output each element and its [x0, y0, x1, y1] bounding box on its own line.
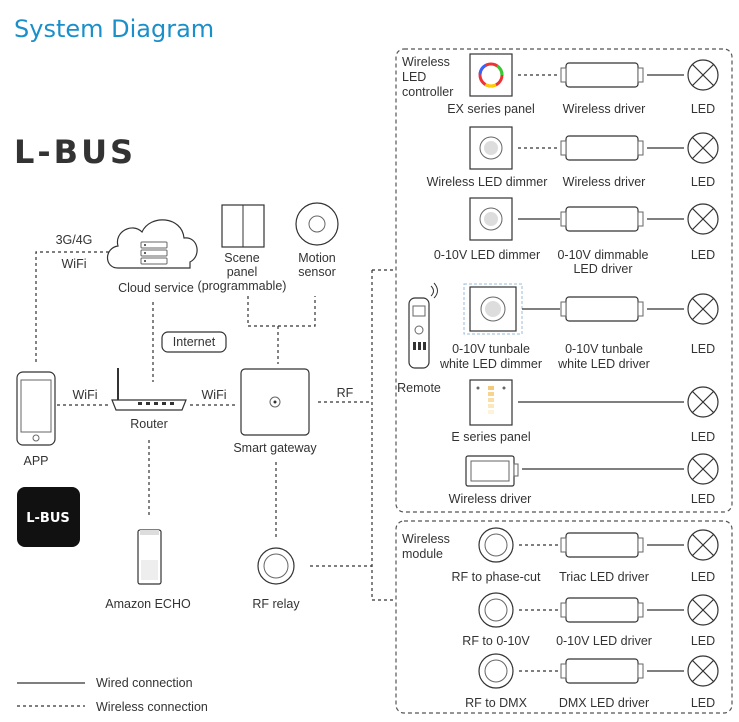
- row3-mid-label-2: LED driver: [573, 262, 632, 276]
- driver-icon: [560, 296, 644, 322]
- row2-mid-label: Wireless driver: [563, 175, 646, 189]
- group1-title-1: Wireless: [402, 55, 450, 69]
- g2-row1-mid-label: Triac LED driver: [559, 570, 649, 584]
- row2-left-label: Wireless LED dimmer: [427, 175, 548, 189]
- label-wifi-gateway: WiFi: [202, 388, 227, 402]
- rf-module-icon: [478, 527, 514, 563]
- brand-logo: L-BUS: [14, 133, 136, 171]
- driver-icon: [560, 658, 644, 684]
- app-logo-icon: L-BUS: [17, 487, 80, 547]
- label-rf: RF: [337, 386, 354, 400]
- group1-title-3: controller: [402, 85, 453, 99]
- row4-mid-label-1: 0-10V tunbale: [565, 342, 643, 356]
- cloud-icon: [106, 219, 198, 269]
- router-label: Router: [130, 417, 168, 431]
- row2-led-label: LED: [691, 175, 715, 189]
- ex-series-panel-icon: [469, 53, 513, 97]
- router-icon: [111, 368, 187, 411]
- row4-led-label: LED: [691, 342, 715, 356]
- smart-gateway-icon: [240, 368, 310, 436]
- dimmer-0-10v-icon: [469, 197, 513, 241]
- wireless-led-dimmer-icon: [469, 126, 513, 170]
- driver-icon: [560, 206, 644, 232]
- led-icon: [687, 655, 719, 687]
- row1-led-label: LED: [691, 102, 715, 116]
- legend-wireless-label: Wireless connection: [96, 700, 208, 714]
- led-icon: [687, 59, 719, 91]
- row4-mid-label-2: white LED driver: [557, 357, 650, 371]
- wireless-driver-box-icon: [465, 455, 519, 487]
- rf-relay-label: RF relay: [252, 597, 300, 611]
- g2-row1-left-label: RF to phase-cut: [452, 570, 541, 584]
- remote-label: Remote: [397, 381, 441, 395]
- page-title: System Diagram: [14, 15, 214, 43]
- led-icon: [687, 453, 719, 485]
- row5-led-label: LED: [691, 430, 715, 444]
- row3-led-label: LED: [691, 248, 715, 262]
- led-icon: [687, 529, 719, 561]
- driver-icon: [560, 597, 644, 623]
- group-wireless-module: [395, 520, 733, 714]
- amazon-echo-icon: [137, 529, 162, 585]
- scene-panel-label-2: panel: [227, 265, 258, 279]
- driver-icon: [560, 135, 644, 161]
- led-icon: [687, 293, 719, 325]
- rf-relay-icon: [257, 547, 295, 585]
- row6-left-label: Wireless driver: [449, 492, 532, 506]
- g2-row2-left-label: RF to 0-10V: [462, 634, 530, 648]
- motion-sensor-label-1: Motion: [298, 251, 336, 265]
- row3-left-label: 0-10V LED dimmer: [434, 248, 540, 262]
- echo-label: Amazon ECHO: [105, 597, 191, 611]
- label-wifi-top: WiFi: [62, 257, 87, 271]
- row1-left-label: EX series panel: [447, 102, 535, 116]
- scene-panel-icon: [221, 204, 265, 248]
- link-scene-motion: [247, 296, 316, 327]
- label-3g4g: 3G/4G: [56, 233, 93, 247]
- row4-left-label-1: 0-10V tunbale: [452, 342, 530, 356]
- app-phone-icon: [16, 371, 56, 446]
- tunable-white-dimmer-icon: [463, 283, 523, 335]
- scene-panel-label-3: (programmable): [198, 279, 287, 293]
- internet-badge: [161, 331, 227, 353]
- internet-label: Internet: [173, 335, 216, 349]
- row3-mid-label-1: 0-10V dimmable: [557, 248, 648, 262]
- led-icon: [687, 203, 719, 235]
- rf-bus-vertical: [371, 270, 396, 601]
- scene-panel-label-1: Scene: [224, 251, 259, 265]
- g2-row2-mid-label: 0-10V LED driver: [556, 634, 652, 648]
- app-logo-text: L-BUS: [26, 511, 70, 526]
- led-icon: [687, 386, 719, 418]
- g2-row3-mid-label: DMX LED driver: [559, 696, 649, 710]
- group1-title-2: LED: [402, 70, 426, 84]
- legend-wired-label: Wired connection: [96, 676, 193, 690]
- motion-sensor-icon: [295, 202, 339, 246]
- cloud-label: Cloud service: [118, 281, 194, 295]
- g2-row3-left-label: RF to DMX: [465, 696, 527, 710]
- app-label: APP: [23, 454, 48, 468]
- group-wireless-led-controller: [395, 48, 733, 513]
- g2-row3-led-label: LED: [691, 696, 715, 710]
- rf-module-icon: [478, 592, 514, 628]
- label-wifi-app: WiFi: [73, 388, 98, 402]
- driver-icon: [560, 62, 644, 88]
- row4-left-label-2: white LED dimmer: [439, 357, 542, 371]
- link-app-cloud: [35, 251, 112, 362]
- remote-icon: [408, 282, 438, 369]
- row6-led-label: LED: [691, 492, 715, 506]
- led-icon: [687, 594, 719, 626]
- motion-sensor-label-2: sensor: [298, 265, 336, 279]
- g2-row2-led-label: LED: [691, 634, 715, 648]
- row1-mid-label: Wireless driver: [563, 102, 646, 116]
- group2-title-2: module: [402, 547, 443, 561]
- group2-title-1: Wireless: [402, 532, 450, 546]
- row5-left-label: E series panel: [451, 430, 530, 444]
- gateway-label: Smart gateway: [233, 441, 317, 455]
- g2-row1-led-label: LED: [691, 570, 715, 584]
- rf-module-icon: [478, 653, 514, 689]
- driver-icon: [560, 532, 644, 558]
- led-icon: [687, 132, 719, 164]
- e-series-panel-icon: [469, 379, 513, 426]
